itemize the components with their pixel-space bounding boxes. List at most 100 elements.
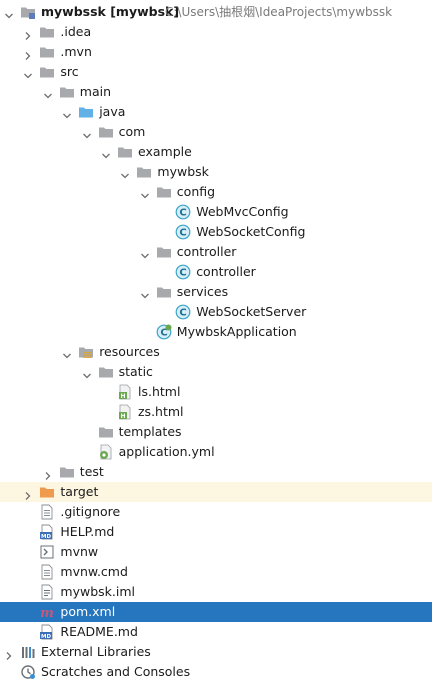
tree-node-label: java — [99, 104, 126, 119]
tree-node-label: mvnw.cmd — [60, 564, 128, 579]
tree-node-label: target — [60, 484, 99, 499]
chevron-down-icon[interactable] — [43, 87, 53, 99]
tree-node-scratches-and-consoles[interactable]: Scratches and Consoles — [0, 662, 432, 682]
markdown-file-icon: MD — [39, 524, 55, 540]
tree-node-controller[interactable]: controller — [0, 242, 432, 262]
tree-node-example[interactable]: example — [0, 142, 432, 162]
tree-node-gitignore[interactable]: .gitignore — [0, 502, 432, 522]
tree-node-external-libraries[interactable]: External Libraries — [0, 642, 432, 662]
chevron-down-icon[interactable] — [140, 287, 150, 299]
tree-node-websocketconfig[interactable]: C WebSocketConfig — [0, 222, 432, 242]
tree-node-label: WebSocketConfig — [196, 224, 306, 239]
folder-icon — [59, 84, 75, 100]
tree-node-resources[interactable]: resources — [0, 342, 432, 362]
package-icon — [98, 124, 114, 140]
svg-text:MD: MD — [41, 634, 51, 640]
tree-node-label: ls.html — [138, 384, 181, 399]
tree-node-readme-md[interactable]: MD README.md — [0, 622, 432, 642]
tree-node-label: External Libraries — [41, 644, 151, 659]
class-icon: C — [175, 204, 191, 220]
tree-node-main[interactable]: main — [0, 82, 432, 102]
tree-node-test[interactable]: test — [0, 462, 432, 482]
yml-file-icon — [98, 444, 114, 460]
class-icon: C — [175, 304, 191, 320]
tree-node-label: mywbsk — [157, 164, 209, 179]
tree-node-static[interactable]: static — [0, 362, 432, 382]
tree-node-config[interactable]: config — [0, 182, 432, 202]
tree-node-mvnw-cmd[interactable]: mvnw.cmd — [0, 562, 432, 582]
chevron-right-icon[interactable] — [23, 47, 33, 60]
tree-node-label: zs.html — [138, 404, 184, 419]
libraries-icon — [20, 644, 36, 660]
tree-node-com[interactable]: com — [0, 122, 432, 142]
chevron-right-icon[interactable] — [4, 647, 14, 660]
tree-node-label: pom.xml — [60, 604, 116, 619]
tree-node-idea[interactable]: .idea — [0, 22, 432, 42]
scratches-icon — [20, 664, 36, 680]
tree-node-label: mvnw — [60, 544, 99, 559]
tree-node-label: WebMvcConfig — [196, 204, 289, 219]
project-name: mywbssk [mywbsk] — [41, 4, 180, 19]
package-icon — [156, 184, 172, 200]
tree-node-webmvcconfig[interactable]: C WebMvcConfig — [0, 202, 432, 222]
tree-node-label: Scratches and Consoles — [41, 664, 191, 679]
tree-node-label: controller — [196, 264, 256, 279]
tree-node-application-yml[interactable]: application.yml — [0, 442, 432, 462]
class-icon: C — [175, 224, 191, 240]
svg-text:MD: MD — [41, 534, 51, 540]
svg-text:C: C — [180, 208, 187, 219]
chevron-down-icon[interactable] — [4, 7, 14, 19]
chevron-down-icon[interactable] — [120, 167, 130, 179]
chevron-down-icon[interactable] — [140, 247, 150, 259]
tree-node-label: config — [176, 184, 216, 199]
tree-node-src[interactable]: src — [0, 62, 432, 82]
chevron-down-icon[interactable] — [82, 127, 92, 139]
script-file-icon — [39, 544, 55, 560]
tree-node-java[interactable]: java — [0, 102, 432, 122]
tree-node-label: com — [118, 124, 146, 139]
tree-node-label: src — [60, 64, 79, 79]
iml-file-icon — [39, 584, 55, 600]
tree-node-mywbsk-iml[interactable]: mywbsk.iml — [0, 582, 432, 602]
chevron-down-icon[interactable] — [101, 147, 111, 159]
tree-node-target[interactable]: target — [0, 482, 432, 502]
tree-node-mywbsk[interactable]: mywbsk — [0, 162, 432, 182]
svg-text:m: m — [41, 606, 55, 620]
tree-node-pom-xml[interactable]: m pom.xml — [0, 602, 432, 622]
tree-node-label: test — [79, 464, 104, 479]
chevron-down-icon[interactable] — [62, 347, 72, 359]
tree-node-label: README.md — [60, 624, 138, 639]
package-icon — [156, 244, 172, 260]
chevron-down-icon[interactable] — [82, 367, 92, 379]
chevron-down-icon[interactable] — [140, 187, 150, 199]
svg-text:C: C — [160, 328, 167, 339]
tree-node-label: mywbsk.iml — [60, 584, 135, 599]
tree-node-services[interactable]: services — [0, 282, 432, 302]
chevron-right-icon[interactable] — [43, 467, 53, 480]
project-path: C:\Users\抽根烟\IdeaProjects\mywbssk — [165, 5, 393, 19]
folder-icon — [98, 364, 114, 380]
package-icon — [117, 144, 133, 160]
svg-text:H: H — [120, 413, 125, 420]
tree-node-mvn[interactable]: .mvn — [0, 42, 432, 62]
text-file-icon — [39, 504, 55, 520]
svg-text:C: C — [180, 308, 187, 319]
html-file-icon: H — [117, 404, 133, 420]
chevron-right-icon[interactable] — [23, 487, 33, 500]
chevron-down-icon[interactable] — [23, 67, 33, 79]
excluded-folder-icon — [39, 484, 55, 500]
tree-node-mvnw[interactable]: mvnw — [0, 542, 432, 562]
chevron-down-icon[interactable] — [62, 107, 72, 119]
folder-icon — [59, 464, 75, 480]
tree-node-templates[interactable]: templates — [0, 422, 432, 442]
chevron-right-icon[interactable] — [23, 27, 33, 40]
tree-node-mywbssk-mywbsk[interactable]: mywbssk [mywbsk]C:\Users\抽根烟\IdeaProject… — [0, 2, 432, 22]
package-icon — [156, 284, 172, 300]
